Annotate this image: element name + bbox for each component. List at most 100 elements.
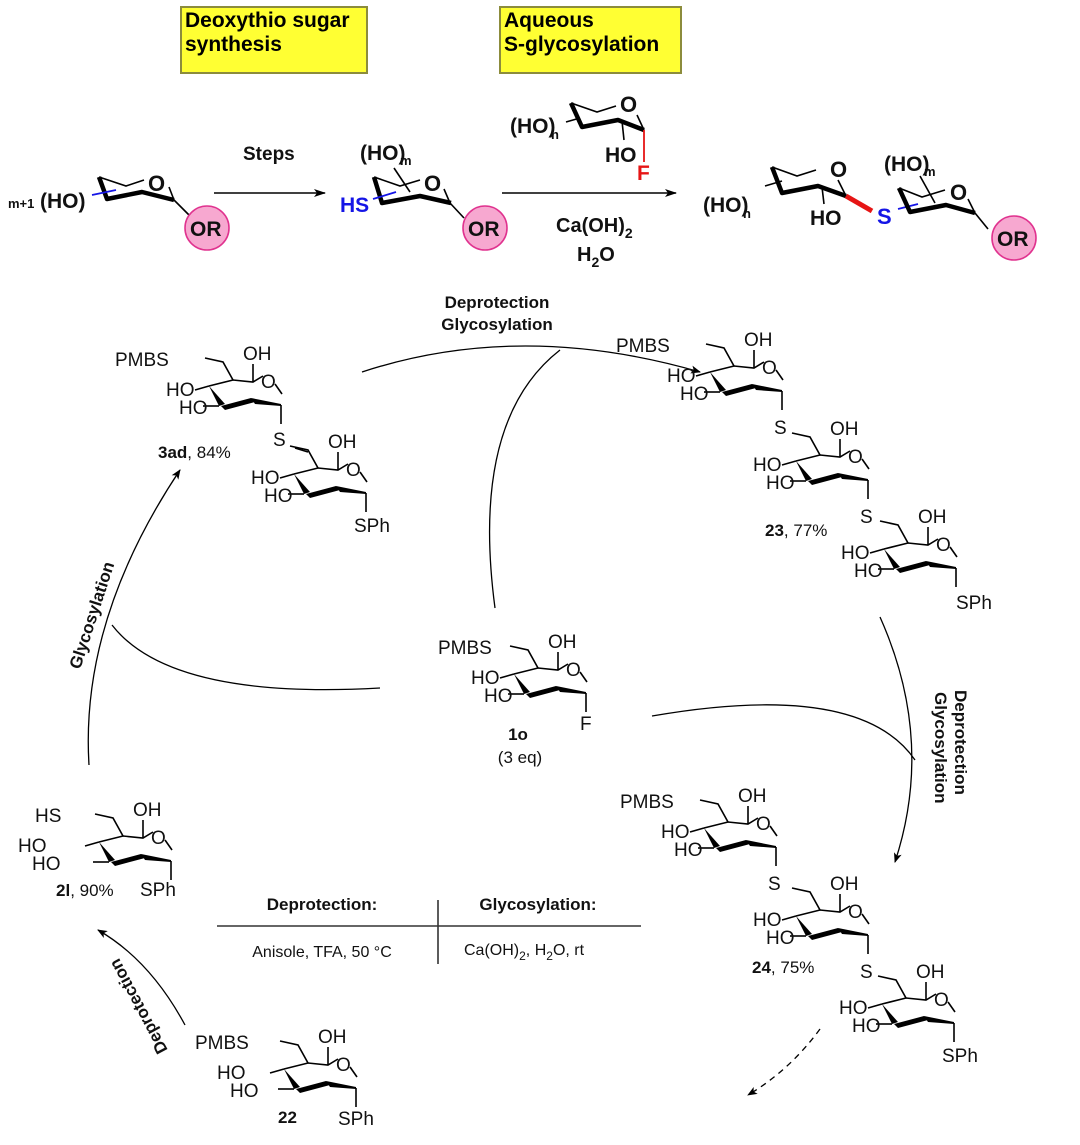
conditions-table: Deprotection: Glycosylation: Anisole, TF…	[217, 895, 641, 964]
arc-arrow-3ad-to-23	[361, 345, 701, 374]
hydroxyl-m-label: (HO)	[360, 142, 406, 165]
oh-label: OH	[133, 800, 162, 821]
ho-label: HO	[166, 380, 195, 401]
compound-label-22: 22	[278, 1108, 297, 1127]
box-line-1: Deoxythio sugar	[185, 9, 350, 32]
oh-label: OH	[918, 507, 947, 528]
box-line-2: synthesis	[185, 33, 282, 56]
ring-oxygen: O	[566, 660, 581, 681]
box-line-2: S-glycosylation	[504, 33, 660, 56]
pmbs-label: PMBS	[616, 336, 670, 357]
donor-hydroxyl: HO	[605, 144, 637, 167]
aqueous-s-glycosylation-box: Aqueous S-glycosylation	[499, 6, 682, 74]
thiodisaccharide-product: (HO) n O HO S (HO) m O OR	[703, 153, 1037, 261]
or-label: OR	[468, 218, 500, 241]
table-header-deprotection: Deprotection:	[267, 895, 378, 914]
compound-label-24: 24, 75%	[752, 958, 814, 977]
bottom-left-arc-label: Deprotection	[106, 956, 172, 1057]
right-arc-label-1: Deprotection	[951, 690, 970, 795]
pmbs-label: PMBS	[620, 792, 674, 813]
subscript-m: m	[924, 164, 936, 179]
ring-oxygen: O	[346, 460, 361, 481]
subscript-n: n	[551, 127, 559, 142]
compound-22: PMBS OH O HO HO SPh 22	[195, 1027, 374, 1130]
compound-2l: HS OH O HO HO SPh 2l, 90%	[18, 800, 176, 901]
ho-label: HO	[18, 836, 47, 857]
reagent-curve-1o-right	[651, 704, 916, 761]
reagent-water: H2O	[577, 244, 615, 270]
ring-oxygen: O	[756, 814, 771, 835]
oh-label: OH	[916, 962, 945, 983]
ho-label: HO	[179, 398, 208, 419]
oh-label: OH	[243, 344, 272, 365]
ho-label: HO	[32, 854, 61, 875]
pmbs-label: PMBS	[115, 350, 169, 371]
s-label: S	[273, 430, 286, 451]
subscript-n: n	[743, 206, 751, 221]
compound-equivalents: (3 eq)	[498, 748, 542, 767]
sph-label: SPh	[140, 880, 176, 901]
compound-label-2l: 2l, 90%	[56, 881, 114, 900]
compound-1o: PMBS OH O HO HO F 1o (3 eq)	[438, 632, 592, 767]
s-label: S	[860, 962, 873, 983]
top-arc-label-1: Deprotection	[445, 293, 550, 312]
ho-label: HO	[854, 561, 883, 582]
oh-label: OH	[738, 786, 767, 807]
compound-label-23: 23, 77%	[765, 521, 827, 540]
compound-23: PMBS OH O HO HO S OH O HO HO S OH O HO H…	[616, 330, 992, 614]
or-circle	[991, 215, 1037, 261]
ho-label: HO	[251, 468, 280, 489]
reagent-curve-1o-left	[111, 624, 381, 691]
box-line-1: Aqueous	[504, 9, 594, 32]
left-arc-label-group: Glycosylation	[66, 559, 119, 671]
ring-oxygen: O	[936, 535, 951, 556]
deprotection-conditions: Anisole, TFA, 50 °C	[252, 944, 392, 961]
or-label: OR	[190, 218, 222, 241]
fluoride-label: F	[637, 162, 650, 185]
top-arc-label-2: Glycosylation	[441, 315, 552, 334]
ring-oxygen: O	[848, 902, 863, 923]
ring-oxygen: O	[950, 180, 967, 205]
ho-label: HO	[667, 366, 696, 387]
compound-24: PMBS OH O HO HO S OH O HO HO S OH O HO H…	[620, 786, 978, 1067]
ho-label: HO	[680, 384, 709, 405]
sph-label: SPh	[942, 1046, 978, 1067]
ho-label: HO	[753, 910, 782, 931]
arc-arrow-22-to-2l	[97, 929, 186, 1026]
oh-label: OH	[318, 1027, 347, 1048]
ho-label: HO	[471, 668, 500, 689]
ho-label: HO	[674, 840, 703, 861]
ring-oxygen: O	[424, 171, 441, 196]
ho-label: HO	[841, 543, 870, 564]
ring-oxygen: O	[848, 447, 863, 468]
ho-label: HO	[484, 686, 513, 707]
s-label: S	[768, 874, 781, 895]
glycosyl-fluoride-donor: (HO) n O HO F	[510, 92, 650, 185]
ring-oxygen: O	[620, 92, 637, 117]
reagent-curve-1o-top	[488, 349, 561, 609]
ring-oxygen: O	[261, 372, 276, 393]
starting-sugar: m+1 (HO) O OR	[8, 171, 230, 251]
s-label: S	[860, 507, 873, 528]
oh-label: OH	[328, 432, 357, 453]
glycosylation-conditions: Ca(OH)2, H2O, rt	[464, 942, 585, 963]
arc-arrow-23-to-24	[879, 616, 913, 863]
ho-label: HO	[217, 1063, 246, 1084]
s-label: S	[774, 418, 787, 439]
pmbs-label: PMBS	[195, 1033, 249, 1054]
left-arc-label: Glycosylation	[66, 559, 119, 671]
ho-label: HO	[839, 998, 868, 1019]
ho-label: HO	[766, 473, 795, 494]
right-arc-label-2: Glycosylation	[931, 692, 950, 803]
oh-label: OH	[744, 330, 773, 351]
sph-label: SPh	[338, 1109, 374, 1130]
right-arc-labels: Deprotection Glycosylation	[931, 690, 970, 803]
start-prefix: m+1	[8, 196, 34, 211]
ring-oxygen: O	[934, 990, 949, 1011]
ho-label: HO	[230, 1081, 259, 1102]
steps-label: Steps	[243, 144, 295, 165]
pmbs-label: PMBS	[438, 638, 492, 659]
reagents: Ca(OH)2 H2O	[556, 215, 633, 270]
thiol-intermediate: HS (HO) m O OR	[340, 142, 508, 251]
arc-arrow-2l-to-3ad	[87, 469, 181, 766]
